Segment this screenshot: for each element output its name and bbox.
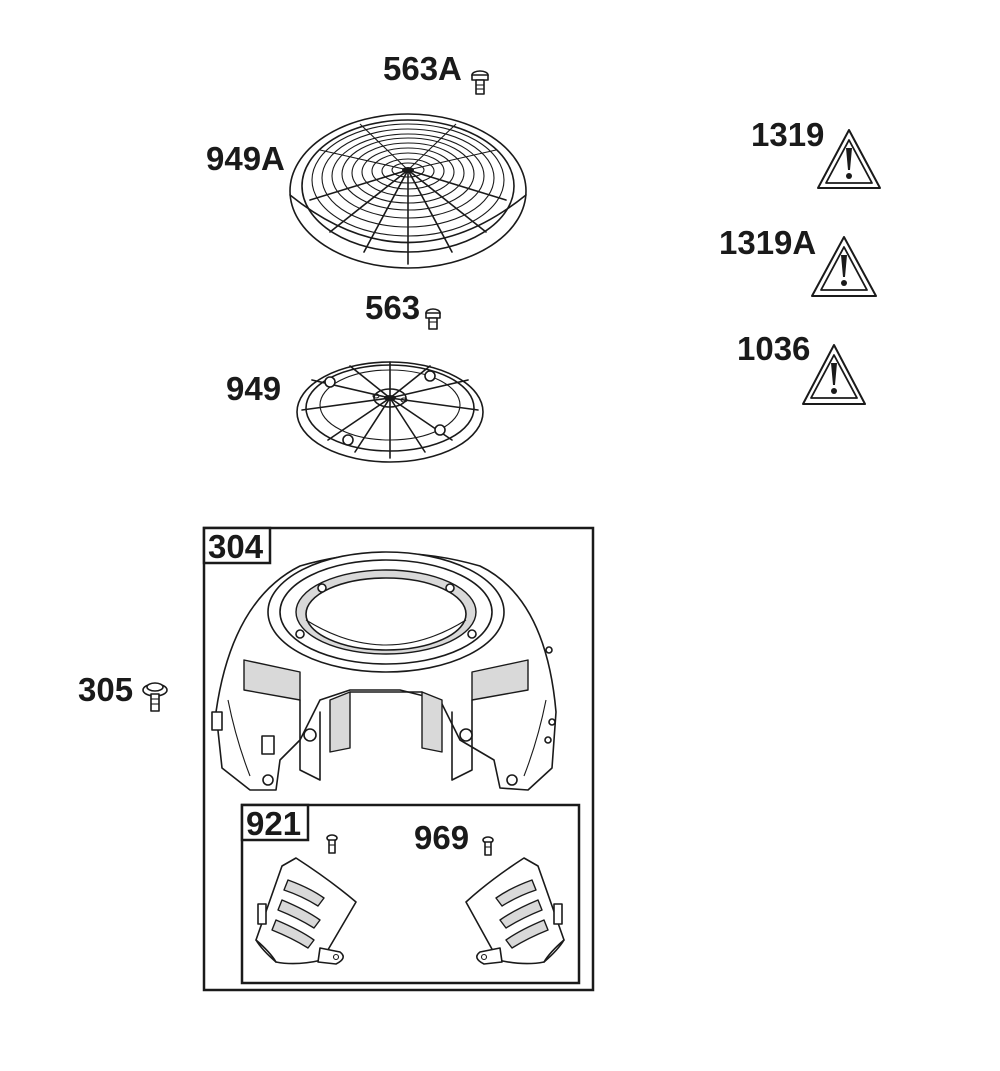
part-969-screw[interactable] — [482, 836, 494, 856]
part-563A-screw[interactable] — [471, 70, 489, 95]
label-969: 969 — [414, 819, 469, 856]
kit-921-tag — [240, 803, 310, 842]
part-921-right-baffle[interactable] — [465, 857, 565, 965]
kit-921-frame — [240, 803, 581, 985]
label-1319: 1319 — [751, 116, 824, 153]
warning-decal-1036[interactable] — [802, 344, 866, 405]
label-563: 563 — [365, 289, 420, 326]
label-949: 949 — [226, 370, 281, 407]
label-949A: 949A — [206, 140, 285, 177]
label-1319A: 1319A — [719, 224, 816, 261]
label-304: 304 — [208, 528, 264, 565]
part-921-screw[interactable] — [326, 834, 338, 854]
part-921-left-baffle[interactable] — [255, 857, 357, 965]
warning-decal-1319[interactable] — [817, 129, 881, 189]
kit-304-tag — [202, 526, 272, 565]
label-563A: 563A — [383, 50, 462, 87]
part-304-blower-housing[interactable] — [211, 551, 557, 791]
part-563-screw[interactable] — [425, 308, 441, 330]
label-305: 305 — [78, 671, 133, 708]
label-1036: 1036 — [737, 330, 810, 367]
warning-decal-1319A[interactable] — [811, 236, 877, 297]
part-305-screw[interactable] — [142, 682, 168, 712]
kit-304-frame — [202, 526, 595, 992]
part-949A-grille-screen[interactable] — [289, 113, 527, 269]
label-921: 921 — [246, 805, 301, 842]
part-949-fan[interactable] — [296, 361, 484, 463]
